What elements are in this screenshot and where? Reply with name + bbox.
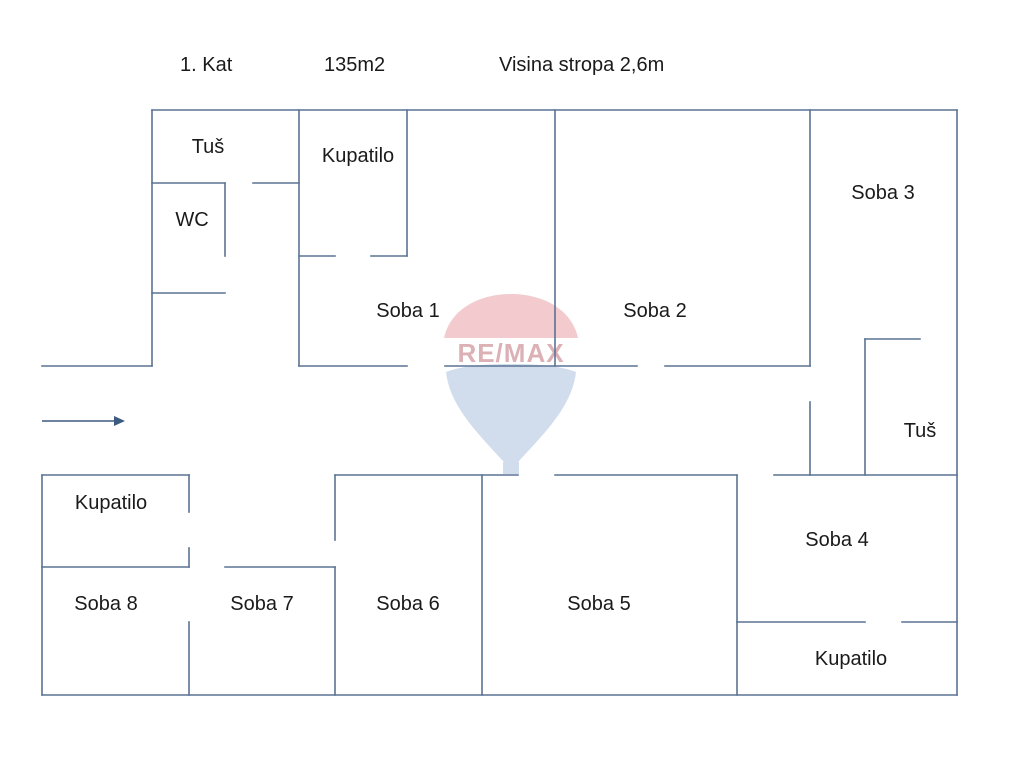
room-label-soba-7: Soba 7 [230,593,293,615]
area-label: 135m2 [324,54,385,76]
room-label-tus-top: Tuš [192,136,225,158]
room-label-kupatilo-bottom: Kupatilo [815,648,887,670]
balloon-red-top [444,294,578,338]
room-label-wc: WC [175,209,208,231]
room-label-soba-3: Soba 3 [851,182,914,204]
room-label-kupatilo-top: Kupatilo [322,145,394,167]
room-label-tus-right: Tuš [904,420,937,442]
entrance-arrow-icon [42,416,125,426]
watermark-text: RE/MAX [457,338,564,368]
ceiling-height-label: Visina stropa 2,6m [499,54,664,76]
room-label-soba-1: Soba 1 [376,300,439,322]
room-label-soba-6: Soba 6 [376,593,439,615]
balloon-basket [503,462,519,474]
balloon-blue-body [446,364,576,470]
room-label-soba-5: Soba 5 [567,593,630,615]
room-label-soba-2: Soba 2 [623,300,686,322]
walls [41,109,958,696]
room-label-kupatilo-left: Kupatilo [75,492,147,514]
floor-label: 1. Kat [180,54,233,76]
remax-watermark: RE/MAX [444,294,578,474]
room-label-soba-4: Soba 4 [805,529,868,551]
room-label-soba-8: Soba 8 [74,593,137,615]
